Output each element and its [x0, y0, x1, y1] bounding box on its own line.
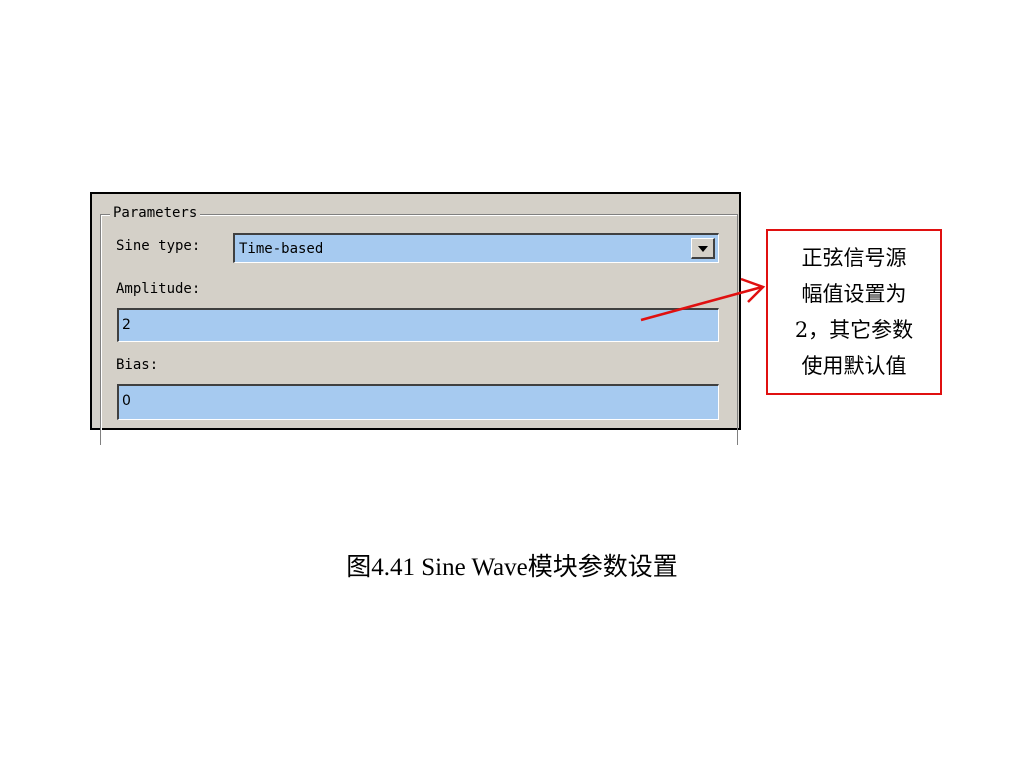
- bias-field[interactable]: 0: [117, 384, 719, 420]
- callout-line: 2，其它参数: [794, 318, 914, 342]
- sine-type-label: Sine type:: [116, 238, 201, 254]
- amplitude-value: 2: [122, 317, 131, 333]
- chevron-down-icon: [698, 246, 708, 252]
- annotation-callout: 正弦信号源 幅值设置为 2，其它参数 使用默认值: [766, 229, 942, 395]
- figure-caption: 图4.41 Sine Wave模块参数设置: [346, 554, 678, 581]
- parameters-group-box: [100, 214, 738, 445]
- annotation-arrow-head: [740, 277, 766, 303]
- parameters-group-title: Parameters: [110, 204, 201, 222]
- bias-value: 0: [122, 393, 131, 409]
- sine-type-dropdown-button[interactable]: [691, 238, 715, 259]
- callout-line: 正弦信号源: [801, 246, 907, 270]
- amplitude-field[interactable]: 2: [117, 308, 719, 342]
- bias-label: Bias:: [116, 357, 159, 373]
- amplitude-label: Amplitude:: [116, 281, 201, 297]
- callout-line: 使用默认值: [801, 354, 907, 378]
- callout-line: 幅值设置为: [801, 282, 907, 306]
- parameters-dialog: Parameters Sine type: Time-based Amplitu…: [90, 192, 741, 445]
- sine-type-select[interactable]: Time-based: [233, 233, 719, 263]
- sine-type-value: Time-based: [239, 241, 324, 257]
